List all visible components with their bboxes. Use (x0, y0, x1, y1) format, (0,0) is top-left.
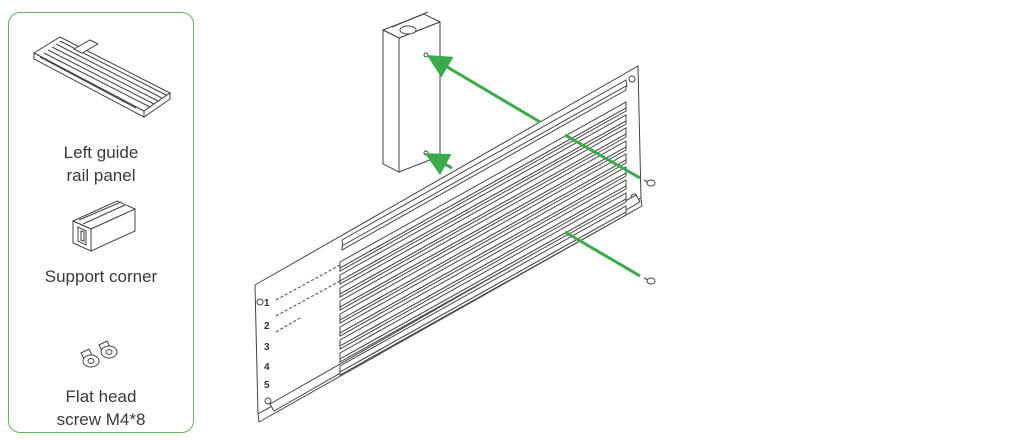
support-corner-label: Support corner (44, 267, 158, 286)
legend-item-flat-head-screw: Flat head screw M4*8 (9, 331, 193, 431)
slot-label: 1 (264, 298, 270, 309)
arrow-screw-top (564, 133, 641, 180)
legend-item-support-corner: Support corner (9, 197, 193, 288)
corner-hole-bottom (423, 150, 429, 156)
flat-head-screw-icon (80, 340, 118, 368)
slot-labels: 1 2 3 4 5 (264, 298, 270, 391)
guide-rail-edge (339, 198, 627, 363)
assembly-arrows (424, 54, 641, 278)
slot-label: 5 (264, 380, 270, 391)
top-short-rail (341, 79, 628, 247)
slot-label: 3 (264, 342, 270, 353)
slot-label: 2 (264, 321, 270, 332)
guide-rail-edge (339, 185, 627, 350)
flat-head-screw-icon (643, 277, 656, 285)
guide-rail-edge (339, 107, 627, 272)
legend-item-rail-panel: Left guide rail panel (9, 23, 193, 187)
flat-head-screw-label: Flat head screw M4*8 (56, 387, 146, 429)
screws (643, 179, 656, 285)
guide-rail-edge (339, 211, 627, 376)
assembly-diagram: 1 2 3 4 5 (254, 11, 656, 423)
guide-rail-edge (339, 159, 627, 324)
rail-panel-label: Left guide rail panel (63, 143, 139, 185)
panel-plate (254, 65, 642, 415)
flat-head-screw-icon (643, 179, 656, 187)
support-corner-part (381, 11, 442, 173)
guide-rails (339, 101, 627, 376)
corner-hole-top (423, 52, 429, 58)
guide-rail-panel-icon (32, 36, 171, 118)
arrow-corner-bottom (424, 153, 453, 176)
slot-markings (275, 264, 341, 333)
arrow-corner-top (426, 54, 541, 124)
guide-rail-edge (339, 120, 627, 285)
guide-rail-edge (339, 133, 627, 298)
guide-rail-edge (339, 146, 627, 311)
support-corner-icon (71, 200, 137, 252)
parts-legend: Left guide rail panel Support corner (8, 12, 194, 433)
guide-rail-edge (339, 172, 627, 337)
arrow-screw-bottom (564, 230, 641, 278)
slot-label: 4 (264, 362, 270, 373)
